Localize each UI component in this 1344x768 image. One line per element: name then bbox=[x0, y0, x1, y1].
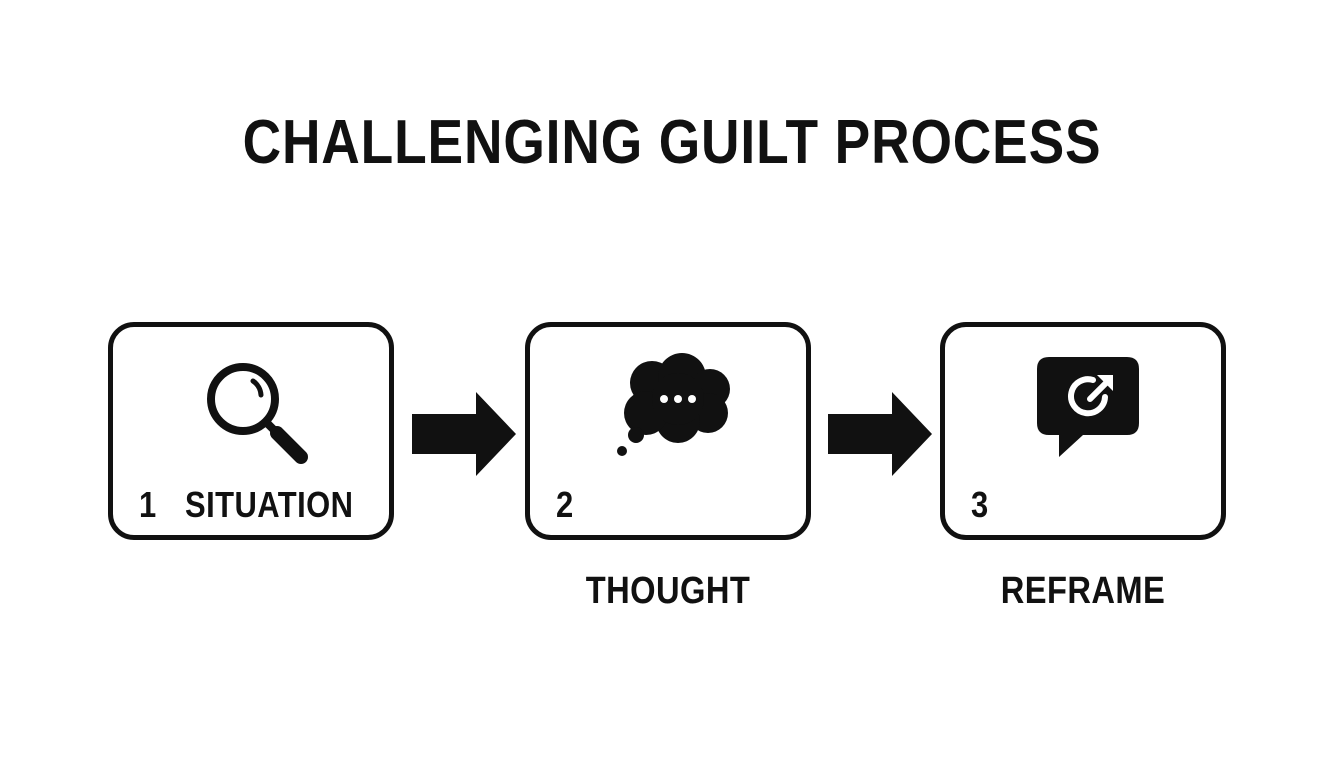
step-box-thought: 2 bbox=[525, 322, 811, 540]
thought-bubble-icon bbox=[617, 353, 730, 456]
step-box-reframe: 3 bbox=[940, 322, 1226, 540]
step-label-situation: SITUATION bbox=[185, 484, 354, 525]
magnifying-glass-icon bbox=[207, 363, 308, 464]
arrow-right-icon bbox=[828, 392, 932, 476]
step-number-2: 2 bbox=[556, 484, 574, 525]
diagram-title: CHALLENGING GUILT PROCESS bbox=[242, 108, 1102, 177]
step-number-1: 1 bbox=[139, 484, 157, 525]
arrow-right-icon bbox=[412, 392, 516, 476]
step-number-3: 3 bbox=[971, 484, 989, 525]
step-label-thought: THOUGHT bbox=[585, 570, 751, 612]
step-box-situation: 1 SITUATION bbox=[108, 322, 394, 540]
reframe-chat-icon bbox=[1037, 357, 1139, 457]
step-label-reframe: REFRAME bbox=[1000, 570, 1166, 612]
